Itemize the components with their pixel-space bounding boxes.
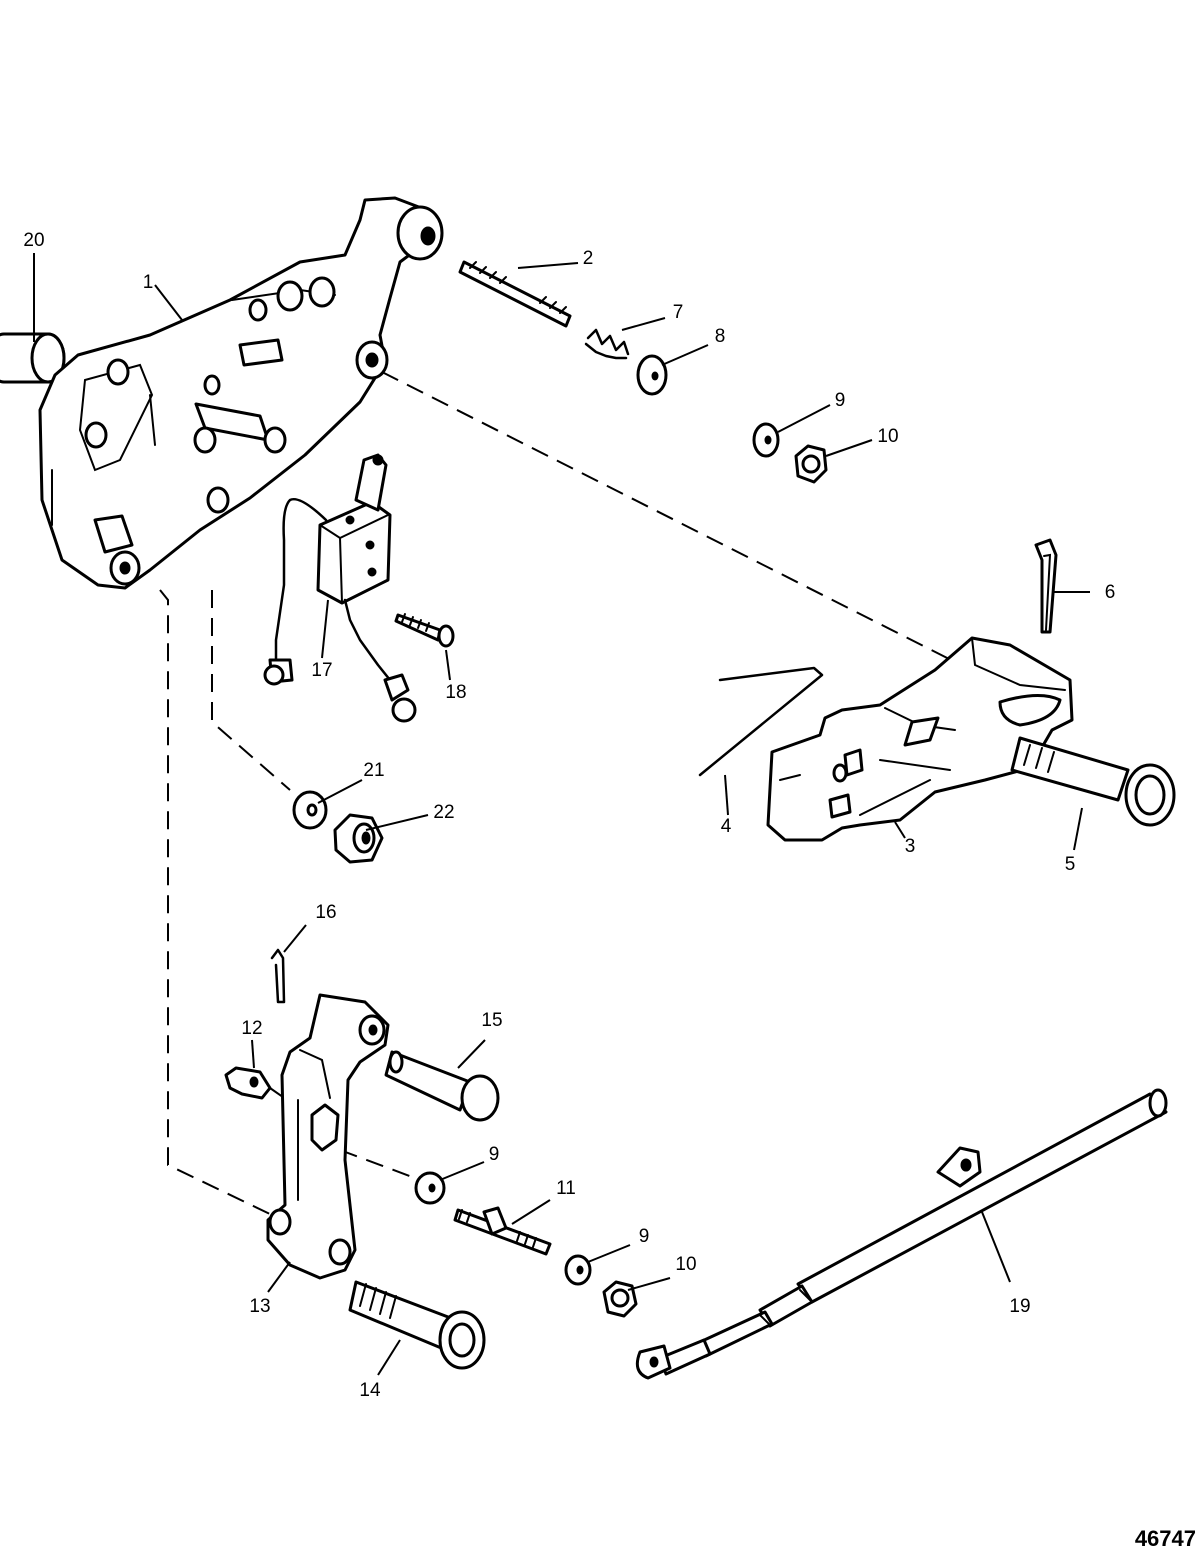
callout-10-top: 10 xyxy=(877,426,898,447)
callout-13: 13 xyxy=(249,1296,270,1317)
part-16-cotter-pin[interactable] xyxy=(270,948,286,1004)
callout-17: 17 xyxy=(311,660,332,681)
assembly-dashed-lines xyxy=(159,371,1041,1216)
leader-lines xyxy=(33,253,1090,1376)
callout-11: 11 xyxy=(556,1178,576,1199)
part-17-switch[interactable] xyxy=(263,453,417,723)
part-19-tilt-tube[interactable] xyxy=(635,1088,1168,1380)
part-9-washer-top[interactable] xyxy=(752,422,780,458)
part-18-screw[interactable] xyxy=(394,613,455,648)
callout-22: 22 xyxy=(433,802,454,823)
part-22-nut[interactable] xyxy=(333,813,384,864)
part-2-stud[interactable] xyxy=(458,260,572,328)
part-6-cotter-pin[interactable] xyxy=(1034,538,1058,634)
callout-3: 3 xyxy=(905,836,916,857)
part-8-washer[interactable] xyxy=(636,354,668,396)
callout-4: 4 xyxy=(721,816,732,837)
callout-10-lower: 10 xyxy=(675,1254,696,1275)
callout-15: 15 xyxy=(481,1010,502,1031)
part-9-washer-lower[interactable] xyxy=(564,1254,592,1286)
callout-labels: 20 1 2 7 8 9 10 6 4 3 5 17 18 21 22 16 1… xyxy=(23,230,1115,1401)
callout-9-lower: 9 xyxy=(639,1226,650,1247)
callout-19: 19 xyxy=(1009,1296,1030,1317)
part-13-link[interactable] xyxy=(266,993,390,1280)
part-3-tilt-lever[interactable] xyxy=(766,636,1074,842)
part-20-bushing[interactable] xyxy=(0,332,66,384)
callout-20: 20 xyxy=(23,230,44,251)
callout-16: 16 xyxy=(315,902,336,923)
callout-2: 2 xyxy=(583,248,594,269)
callout-5: 5 xyxy=(1065,854,1076,875)
callout-7: 7 xyxy=(673,302,684,323)
figure-number: 46747 xyxy=(1135,1526,1196,1551)
callout-12: 12 xyxy=(241,1018,262,1039)
callout-21: 21 xyxy=(363,760,384,781)
part-21-washer[interactable] xyxy=(292,790,328,830)
part-14-bolt[interactable] xyxy=(348,1280,486,1370)
part-11-stud[interactable] xyxy=(453,1206,552,1256)
callout-8: 8 xyxy=(715,326,726,347)
callout-6: 6 xyxy=(1105,582,1116,603)
callout-1: 1 xyxy=(143,272,154,293)
part-9-washer-middle[interactable] xyxy=(414,1171,446,1205)
part-12-clip[interactable] xyxy=(224,1066,272,1100)
part-15-pin[interactable] xyxy=(384,1050,500,1122)
part-4-spring-wire[interactable] xyxy=(698,666,824,777)
callout-18: 18 xyxy=(445,682,466,703)
callout-9-middle: 9 xyxy=(489,1144,500,1165)
part-1-mounting-bracket[interactable] xyxy=(38,196,444,590)
part-5-bolt[interactable] xyxy=(1010,736,1176,827)
part-10-nut-lower[interactable] xyxy=(602,1280,638,1318)
part-10-nut-top[interactable] xyxy=(794,444,828,484)
callout-9-top: 9 xyxy=(835,390,846,411)
part-7-spring[interactable] xyxy=(584,328,630,360)
callout-14: 14 xyxy=(359,1380,381,1401)
